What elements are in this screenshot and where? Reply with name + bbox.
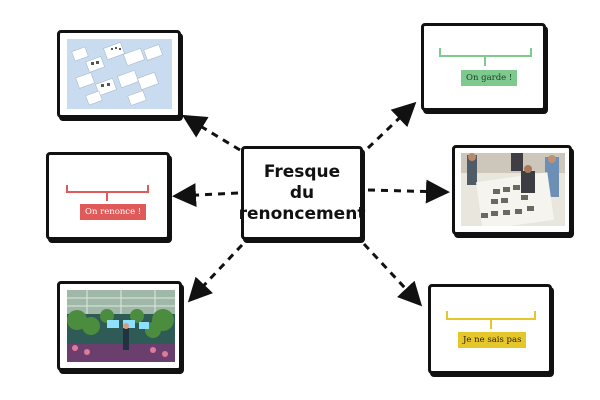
arrow-to-bottom-right: [362, 242, 423, 307]
keep-label: On garde !: [461, 70, 518, 86]
node-top-left: [57, 30, 181, 118]
document-sheets-image: [67, 39, 172, 109]
arrow-to-top-left: [181, 114, 241, 152]
greenhouse-illustration-image: [67, 290, 175, 362]
renounce-label: On renonce !: [80, 204, 147, 220]
node-bottom-right: Je ne sais pas: [428, 284, 552, 374]
keep-bracket: [439, 48, 532, 66]
renounce-bracket: [66, 185, 149, 201]
workshop-photo-image: [461, 153, 565, 226]
node-mid-left: On renonce !: [46, 152, 170, 240]
node-top-right: On garde !: [421, 23, 546, 111]
center-title: Fresque du renoncement: [238, 161, 366, 224]
node-bottom-left: [57, 281, 182, 371]
node-mid-right: [452, 145, 572, 235]
arrow-to-bottom-left: [187, 243, 244, 303]
arrow-to-top-right: [366, 101, 417, 150]
center-card: Fresque du renoncement: [238, 146, 366, 240]
arrow-to-mid-right: [367, 179, 450, 204]
unsure-bracket: [446, 311, 536, 329]
arrow-to-mid-left: [172, 183, 239, 208]
unsure-label: Je ne sais pas: [458, 332, 527, 348]
